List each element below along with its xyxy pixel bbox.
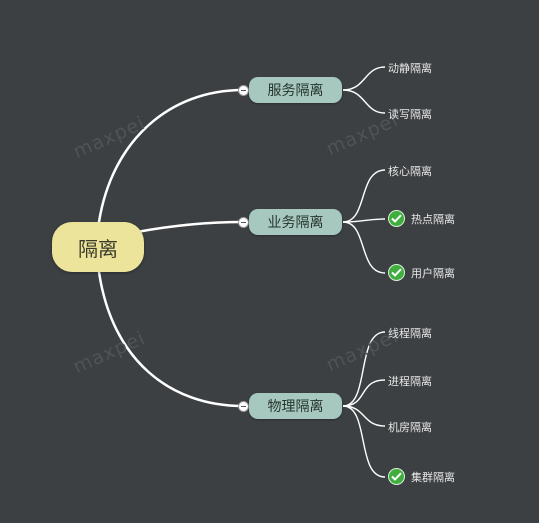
connector-branch-2-leaf-1 <box>342 169 386 223</box>
leaf-topic-label: 热点隔离 <box>411 212 455 226</box>
leaf-topic[interactable]: 进程隔离 <box>388 373 432 389</box>
leaf-topic-label: 集群隔离 <box>411 470 455 484</box>
connector-root-to-branch-3 <box>97 270 245 408</box>
checkmark-icon <box>388 264 405 281</box>
leaf-topic-label: 用户隔离 <box>411 266 455 280</box>
leaf-topic-label: 线程隔离 <box>388 327 432 340</box>
collapse-minus-icon[interactable] <box>238 401 249 412</box>
connector-branch-3-leaf-1 <box>342 331 386 407</box>
collapse-minus-icon[interactable] <box>238 217 249 228</box>
leaf-topic-label: 核心隔离 <box>388 165 432 178</box>
leaf-topic-label: 进程隔离 <box>388 375 432 388</box>
collapse-minus-icon[interactable] <box>238 85 249 96</box>
leaf-topic[interactable]: 机房隔离 <box>388 419 432 435</box>
connector-branch-3-leaf-3 <box>342 405 386 427</box>
branch-topic-label: 业务隔离 <box>267 215 324 231</box>
leaf-topic-label: 读写隔离 <box>388 108 432 121</box>
connector-branch-2-leaf-3 <box>342 221 386 274</box>
connector-branch-1-leaf-1 <box>342 66 386 91</box>
connector-root-to-branch-1 <box>97 88 245 224</box>
branch-topic[interactable]: 服务隔离 <box>249 77 342 103</box>
leaf-topic[interactable]: 集群隔离 <box>388 468 455 485</box>
connector-branch-3-leaf-2 <box>342 379 386 407</box>
branch-topic-label: 物理隔离 <box>267 399 324 415</box>
leaf-topic[interactable]: 热点隔离 <box>388 210 455 227</box>
root-topic[interactable]: 隔离 <box>52 222 144 272</box>
root-topic-label: 隔离 <box>78 236 118 261</box>
branch-topic[interactable]: 业务隔离 <box>249 209 342 235</box>
connector-branch-3-leaf-4 <box>342 405 386 478</box>
leaf-topic[interactable]: 核心隔离 <box>388 163 432 179</box>
checkmark-icon <box>388 210 405 227</box>
leaf-topic[interactable]: 用户隔离 <box>388 264 455 281</box>
connector-root-to-branch-2 <box>135 220 245 234</box>
leaf-topic[interactable]: 动静隔离 <box>388 60 432 76</box>
leaf-topic[interactable]: 读写隔离 <box>388 106 432 122</box>
leaf-topic-label: 动静隔离 <box>388 62 432 75</box>
connector-branch-2-leaf-2 <box>342 218 386 223</box>
checkmark-icon <box>388 468 405 485</box>
branch-topic-label: 服务隔离 <box>267 83 324 99</box>
leaf-topic[interactable]: 线程隔离 <box>388 325 432 341</box>
leaf-topic-label: 机房隔离 <box>388 421 432 434</box>
connector-branch-1-leaf-2 <box>342 89 386 114</box>
branch-topic[interactable]: 物理隔离 <box>249 393 342 419</box>
